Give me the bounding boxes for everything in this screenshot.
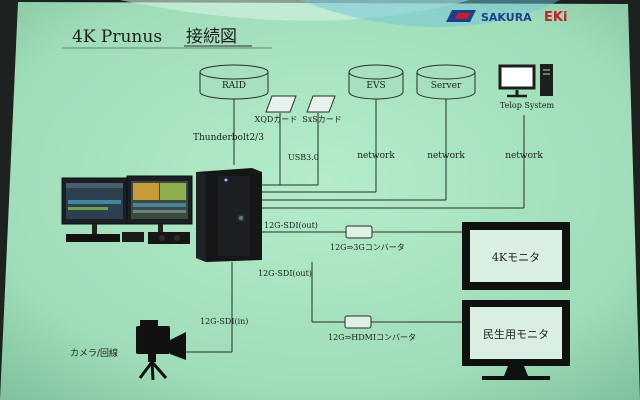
xqd-card-icon: [265, 95, 297, 113]
sxs-label: SxSカード: [302, 115, 341, 124]
brand-accent: EKi: [544, 10, 567, 25]
sxs-card: SxSカード: [302, 95, 342, 124]
slide-title: 4K Prunus: [72, 27, 162, 47]
sxs-card-icon: [306, 95, 336, 113]
brand-name: SAKURA: [481, 11, 532, 24]
raid-storage: RAID: [199, 64, 269, 100]
xqd-card: XQDカード: [255, 95, 298, 124]
converter-3g-box: [345, 225, 373, 239]
telop-tower-icon: [540, 64, 553, 96]
raid-label: RAID: [222, 81, 246, 91]
sdi-out-label-1: 12G-SDI(out): [264, 221, 318, 230]
sdi-in-label: 12G-SDI(in): [200, 317, 248, 326]
keyboard: [66, 234, 120, 242]
server-network-label: network: [427, 151, 465, 161]
control-panel: [122, 232, 144, 242]
monitor-consumer: 民生用モニタ: [462, 300, 570, 380]
evs-node: EVS: [348, 64, 404, 100]
telop-network-label: network: [505, 151, 543, 161]
header-swoosh-blue: [300, 0, 560, 28]
control-surface: [148, 232, 190, 244]
converter-hdmi-box: [344, 315, 372, 329]
monitor-4k: 4Kモニタ: [462, 222, 570, 290]
telop-system: Telop System: [498, 64, 555, 110]
thunderbolt-label: Thunderbolt2/3: [193, 133, 264, 143]
editing-workstation: [61, 175, 193, 244]
monitor-consumer-stand: [482, 376, 550, 380]
monitor-consumer-label: 民生用モニタ: [483, 327, 549, 341]
server-node: Server: [416, 64, 476, 100]
slide-subtitle: 接続図: [186, 27, 237, 47]
converter-hdmi-label: 12G⇒HDMIコンバータ: [328, 333, 416, 342]
telop-label: Telop System: [500, 101, 555, 110]
sdi-out-label-2: 12G-SDI(out): [258, 269, 312, 278]
telop-monitor-icon: [498, 64, 536, 90]
evs-label: EVS: [366, 81, 385, 91]
evs-network-label: network: [357, 151, 395, 161]
server-label: Server: [431, 81, 462, 91]
brand-logo: SAKURA EKi: [446, 10, 567, 25]
camera-label: カメラ/回線: [70, 347, 118, 359]
connection-lines: [186, 93, 525, 353]
workstation-tower: [196, 168, 262, 262]
monitor-4k-label: 4Kモニタ: [492, 251, 540, 264]
converter-3g-label: 12G⇒3Gコンバータ: [330, 243, 405, 252]
xqd-label: XQDカード: [255, 115, 298, 124]
camera-icon: [136, 320, 186, 381]
brand-mark-accent-icon: [455, 13, 470, 19]
usb-label: USB3.0: [288, 153, 319, 162]
